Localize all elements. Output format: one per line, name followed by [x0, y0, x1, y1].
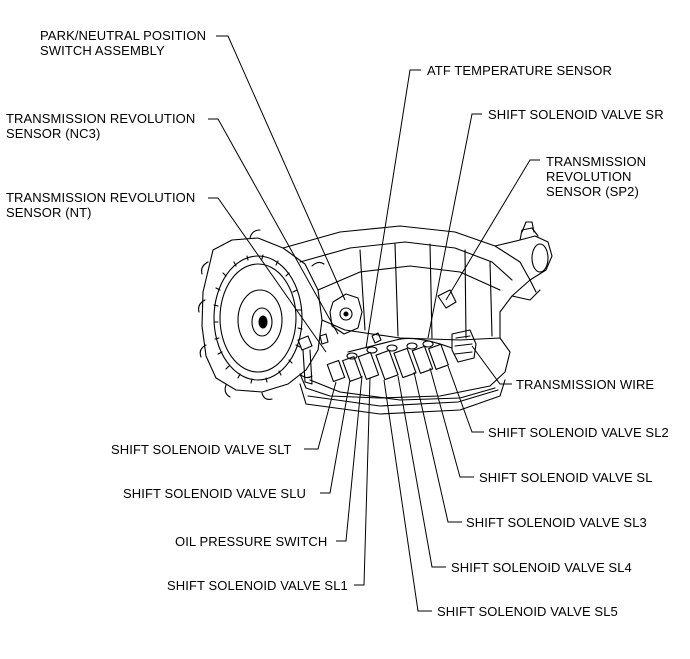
extension-housing	[494, 235, 553, 339]
label-nc3-line1: TRANSMISSION REVOLUTION	[6, 111, 196, 126]
flex-plate	[213, 255, 303, 381]
label-shift-solenoid-slt: SHIFT SOLENOID VALVE SLT	[111, 442, 292, 457]
leader-sl	[429, 367, 474, 478]
oil-pan	[299, 379, 506, 415]
leader-sl4	[397, 375, 446, 568]
label-sp2-line1: TRANSMISSION	[546, 154, 647, 169]
label-nt-line1: TRANSMISSION REVOLUTION	[6, 190, 196, 205]
label-shift-solenoid-sl5: SHIFT SOLENOID VALVE SL5	[437, 604, 618, 619]
label-transmission-wire: TRANSMISSION WIRE	[516, 377, 655, 392]
leader-atf-temp	[365, 69, 421, 349]
leader-sp2	[445, 159, 540, 301]
label-nt-line2: SENSOR (NT)	[6, 205, 92, 220]
leader-oil	[336, 375, 363, 542]
label-park-neutral-line1: PARK/NEUTRAL POSITION	[40, 28, 207, 43]
leader-sr	[427, 113, 482, 339]
leader-nc3	[208, 118, 339, 335]
solenoid-cluster	[326, 340, 449, 383]
transmission-case	[282, 225, 531, 281]
label-sp2-line2: REVOLUTION	[546, 169, 632, 184]
leader-wire	[471, 345, 512, 385]
label-shift-solenoid-sl1: SHIFT SOLENOID VALVE SL1	[167, 578, 348, 593]
label-shift-solenoid-sl2: SHIFT SOLENOID VALVE SL2	[488, 425, 669, 440]
park-neutral-switch	[329, 293, 363, 335]
leader-sl5	[383, 379, 432, 612]
leader-slu	[320, 379, 351, 494]
leader-sl3	[413, 371, 462, 523]
leader-sl2	[447, 365, 484, 433]
wire-harness	[347, 337, 453, 353]
label-shift-solenoid-slu: SHIFT SOLENOID VALVE SLU	[123, 486, 307, 501]
revolution-sensor-sp2	[437, 289, 457, 309]
revolution-sensor-nt	[297, 335, 313, 385]
leader-nt	[208, 197, 327, 353]
label-sp2-line3: SENSOR (SP2)	[546, 184, 639, 199]
leader-lines	[208, 35, 540, 612]
label-park-neutral-line2: SWITCH ASSEMBLY	[40, 43, 165, 58]
leader-sl1	[354, 377, 371, 586]
label-shift-solenoid-sr: SHIFT SOLENOID VALVE SR	[488, 107, 664, 122]
label-shift-solenoid-sl4: SHIFT SOLENOID VALVE SL4	[451, 560, 632, 575]
transmission-wire-connector	[451, 329, 477, 363]
label-oil-pressure-switch: OIL PRESSURE SWITCH	[175, 534, 328, 549]
label-nc3-line2: SENSOR (NC3)	[6, 126, 101, 141]
transmission-illustration	[198, 221, 553, 415]
label-shift-solenoid-sl3: SHIFT SOLENOID VALVE SL3	[466, 515, 647, 530]
label-shift-solenoid-sl: SHIFT SOLENOID VALVE SL	[479, 470, 653, 485]
leader-park-neutral	[216, 35, 346, 301]
leader-slt	[304, 381, 337, 450]
label-atf-temperature-sensor: ATF TEMPERATURE SENSOR	[427, 63, 612, 78]
